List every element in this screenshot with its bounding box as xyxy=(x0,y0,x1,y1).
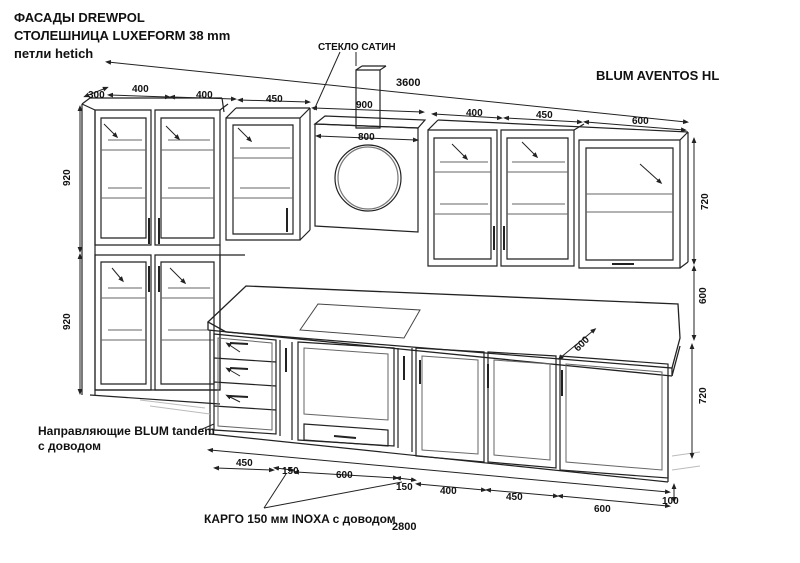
lift-system-label: BLUM AVENTOS HL xyxy=(596,68,719,83)
dim-base-w1: 450 xyxy=(236,458,253,469)
guides-note-line2: с доводом xyxy=(38,439,102,453)
hood xyxy=(313,65,427,233)
dim-worktop-depth: 600 xyxy=(572,334,592,354)
title-facades: ФАСАДЫ DREWPOL xyxy=(14,10,145,25)
dim-tall-upper-h: 920 xyxy=(62,169,73,186)
dim-base-w2: 600 xyxy=(336,470,353,481)
dimension-lines xyxy=(77,59,697,509)
dim-upper-h: 720 xyxy=(700,193,711,210)
dim-total-top: 3600 xyxy=(396,77,420,89)
worktop xyxy=(206,285,681,377)
cargo-note: КАРГО 150 мм INOXA с доводом xyxy=(204,512,396,526)
dim-tall-lower-h: 920 xyxy=(62,313,73,330)
upper-cabinet-450-left xyxy=(225,107,311,241)
tall-cabinet-shelves xyxy=(101,139,214,341)
dim-upper-w3: 450 xyxy=(266,94,283,105)
dim-upper-w1: 400 xyxy=(132,84,149,95)
dim-gap-h: 600 xyxy=(698,287,709,304)
dim-upper-right3: 600 xyxy=(632,116,649,127)
dim-base-w5: 450 xyxy=(506,492,523,503)
tall-cabinet-handles xyxy=(148,218,160,292)
dim-base-w4: 400 xyxy=(440,486,457,497)
tall-cabinet-arrows xyxy=(103,123,187,285)
dim-hood-panel: 800 xyxy=(358,132,375,143)
dim-base-w6: 600 xyxy=(594,504,611,515)
dim-upper-right2: 450 xyxy=(536,110,553,121)
guides-note-line1: Направляющие BLUM tandem xyxy=(38,424,215,438)
dim-upper-right1: 400 xyxy=(466,108,483,119)
dim-plinth: 100 xyxy=(662,496,679,507)
hob xyxy=(299,303,421,339)
title-hinges: петли hetich xyxy=(14,46,94,61)
title-worktop: СТОЛЕШНИЦА LUXEFORM 38 mm xyxy=(14,28,231,43)
glass-label: СТЕКЛО САТИН xyxy=(318,42,396,53)
dim-base-w3: 150 xyxy=(396,482,413,493)
dim-hood-width: 900 xyxy=(356,100,373,111)
base-handles xyxy=(229,342,563,439)
dim-upper-depth: 300 xyxy=(88,90,105,101)
dim-upper-w2: 400 xyxy=(196,90,213,101)
upper-cabinets-right xyxy=(427,119,689,269)
dim-cargo-w: 150 xyxy=(282,466,299,477)
dim-lower-h: 720 xyxy=(698,387,709,404)
dim-base-total: 2800 xyxy=(392,521,416,533)
